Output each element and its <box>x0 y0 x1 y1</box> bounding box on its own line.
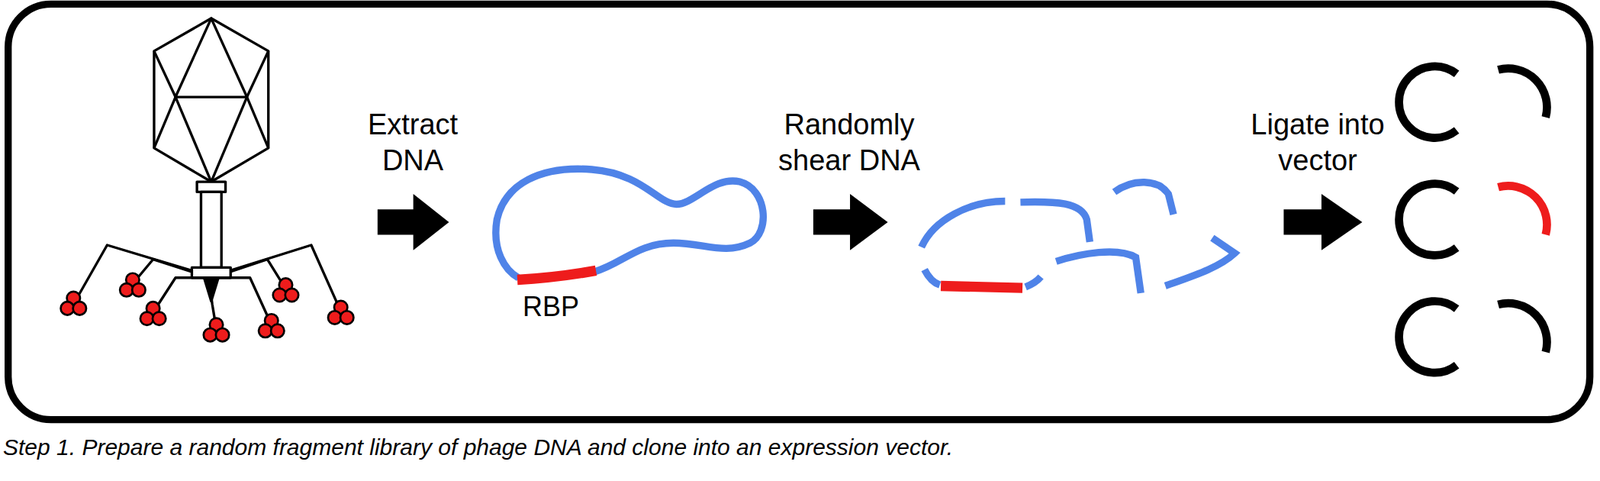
rbp-ball <box>73 301 87 315</box>
step-label: Extract DNA <box>344 106 482 179</box>
dna-fragment <box>1055 251 1141 293</box>
dna-fragments <box>921 182 1236 293</box>
rbp-fragment <box>940 285 1023 288</box>
step-label: Randomly shear DNA <box>771 106 928 179</box>
vector-backbone <box>1399 183 1458 256</box>
rbp-cluster <box>328 300 354 325</box>
step-label: Ligate into vector <box>1239 106 1397 179</box>
rbp-ball <box>152 312 166 326</box>
vector-row <box>1399 183 1548 256</box>
insert-fragment <box>1498 302 1548 352</box>
dna-fragment <box>1025 276 1041 287</box>
vector-set <box>1399 66 1548 373</box>
facet-line <box>154 51 176 97</box>
facet-line <box>247 51 269 97</box>
vector-backbone <box>1399 66 1458 139</box>
dna-fragment <box>921 200 1006 247</box>
facet-line <box>175 18 248 97</box>
vector-row <box>1399 66 1548 139</box>
dna-fragment <box>1165 238 1235 287</box>
tail-fiber <box>153 277 207 313</box>
facet-line <box>211 96 248 182</box>
rbp-cluster <box>61 291 87 316</box>
figure-caption: Step 1. Prepare a random fragment librar… <box>3 431 953 463</box>
gene-label: RBP <box>497 289 605 325</box>
phage-baseplate <box>191 267 231 277</box>
rbp-ball <box>131 283 145 297</box>
panel-frame <box>8 3 1591 419</box>
dna-fragment <box>1020 201 1090 242</box>
capsid-facets <box>154 18 269 182</box>
tail-fiber <box>216 277 272 326</box>
phage-genome <box>495 168 763 280</box>
rbp-ball <box>215 328 229 342</box>
rbp-ball <box>340 310 354 324</box>
phage-spike <box>203 277 219 302</box>
illustration-group <box>8 3 1591 419</box>
rbp-gene <box>517 270 596 280</box>
tail-fiber <box>73 244 203 305</box>
rbp-cluster <box>140 301 166 326</box>
vector-backbone <box>1399 301 1458 374</box>
vector-row <box>1399 301 1548 374</box>
rbp-ball <box>270 324 284 338</box>
phage-collar <box>196 181 226 192</box>
receptor-binding-proteins <box>61 273 355 342</box>
insert-fragment <box>1498 68 1548 118</box>
facet-line <box>175 96 212 182</box>
dna-fragment <box>1113 182 1174 215</box>
facet-line <box>247 96 269 149</box>
tail-fiber <box>220 244 342 312</box>
rbp-cluster <box>119 273 145 297</box>
block-arrow <box>1283 193 1362 251</box>
rbp-cluster <box>273 277 299 302</box>
dna-strand <box>495 168 763 277</box>
dna-fragment <box>924 269 941 285</box>
facet-line <box>154 96 176 149</box>
rbp-cluster <box>258 313 284 338</box>
block-arrow <box>377 193 450 251</box>
phage-drawing <box>61 18 355 342</box>
rbp-insert <box>1498 185 1548 235</box>
phage-tail <box>200 191 222 268</box>
rbp-ball <box>285 288 299 302</box>
rbp-cluster <box>203 318 229 342</box>
block-arrow <box>813 193 889 251</box>
phage-head <box>154 18 269 182</box>
